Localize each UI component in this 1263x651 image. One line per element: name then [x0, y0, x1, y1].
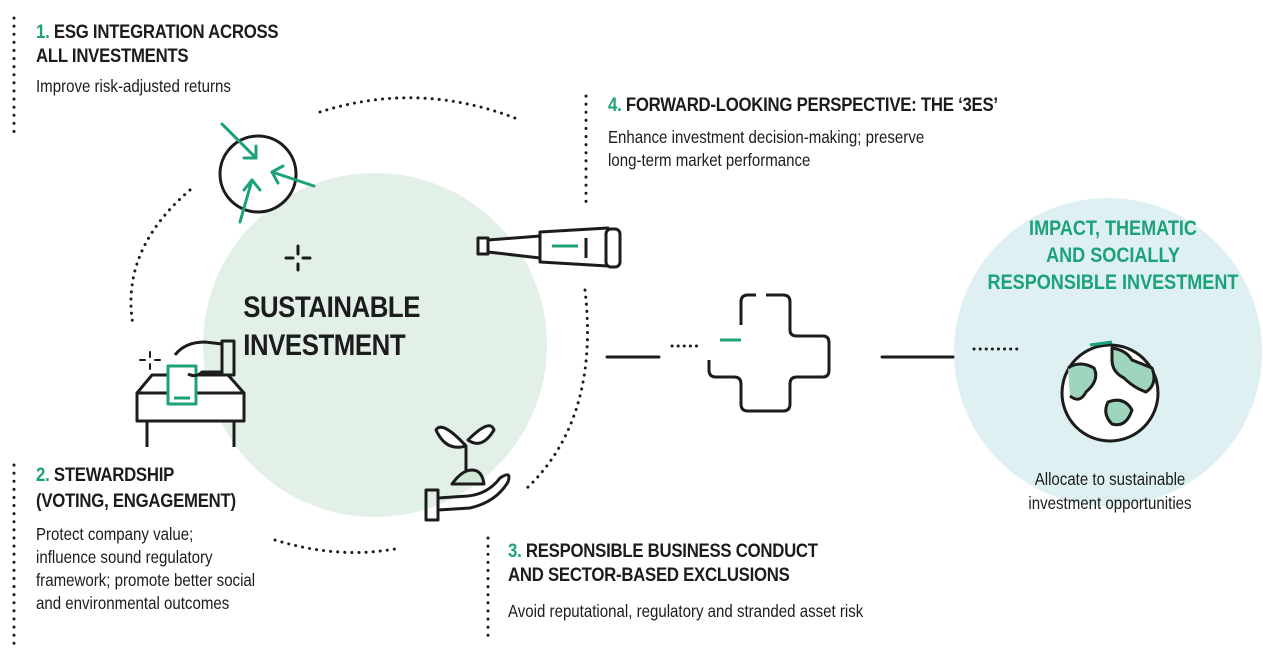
item-2-desc-line: Protect company value; [36, 524, 194, 544]
item-2-description: Protect company value; influence sound r… [36, 523, 291, 615]
item-3-title-line2: AND SECTOR-BASED EXCLUSIONS [508, 564, 790, 586]
item-esg-integration: 1. ESG INTEGRATION ACROSS ALL INVESTMENT… [36, 20, 318, 98]
ballot-box-icon [135, 339, 246, 447]
item-forward-looking: 4. FORWARD-LOOKING PERSPECTIVE: THE ‘3Es… [608, 93, 1061, 172]
center-title: SUSTAINABLE INVESTMENT [243, 289, 421, 365]
item-stewardship: 2. STEWARDSHIP (VOTING, ENGAGEMENT) Prot… [36, 463, 291, 615]
arrows-converging-icon [218, 122, 316, 224]
dotted-arc-left [129, 188, 192, 327]
dotted-arc-right [523, 288, 589, 492]
impact-desc-line: investment opportunities [1028, 493, 1192, 513]
impact-description: Allocate to sustainable investment oppor… [1007, 467, 1213, 515]
dotted-arc-bottom [273, 538, 402, 554]
item-4-desc-line: Enhance investment decision-making; pres… [608, 127, 925, 147]
item-3-description: Avoid reputational, regulatory and stran… [508, 601, 864, 621]
globe-icon [1060, 340, 1160, 443]
item-1-title-line1: 1. ESG INTEGRATION ACROSS [36, 21, 279, 43]
item-1-description: Improve risk-adjusted returns [36, 76, 231, 96]
impact-title-line: IMPACT, THEMATIC [1029, 217, 1197, 240]
impact-title-line: AND SOCIALLY [1046, 244, 1180, 267]
item-3-title-line1: 3. RESPONSIBLE BUSINESS CONDUCT [508, 540, 818, 562]
item-2-desc-line: and environmental outcomes [36, 593, 230, 613]
item-4-desc-line: long-term market performance [608, 150, 811, 170]
dotted-arc-top [318, 96, 522, 122]
impact-desc-line: Allocate to sustainable [1034, 469, 1186, 489]
sparkle-icon-small [139, 351, 161, 370]
plus-sign-icon [707, 293, 831, 413]
item-2-title-line2: (VOTING, ENGAGEMENT) [36, 490, 236, 512]
seedling-hand-icon [424, 424, 511, 522]
center-title-line2: INVESTMENT [243, 329, 406, 362]
item-2-desc-line: framework; promote better social [36, 570, 256, 590]
center-title-line1: SUSTAINABLE [243, 291, 421, 324]
item-1-title-line2: ALL INVESTMENTS [36, 45, 189, 67]
telescope-icon [476, 226, 622, 269]
item-responsible-conduct: 3. RESPONSIBLE BUSINESS CONDUCT AND SECT… [508, 539, 921, 623]
sparkle-icon [284, 244, 312, 272]
impact-title-line: RESPONSIBLE INVESTMENT [987, 271, 1239, 294]
item-4-title: 4. FORWARD-LOOKING PERSPECTIVE: THE ‘3Es… [608, 94, 998, 116]
item-2-desc-line: influence sound regulatory [36, 547, 213, 567]
item-4-description: Enhance investment decision-making; pres… [608, 126, 1061, 172]
item-2-title-line1: 2. STEWARDSHIP [36, 464, 175, 486]
impact-title: IMPACT, THEMATIC AND SOCIALLY RESPONSIBL… [984, 215, 1242, 296]
